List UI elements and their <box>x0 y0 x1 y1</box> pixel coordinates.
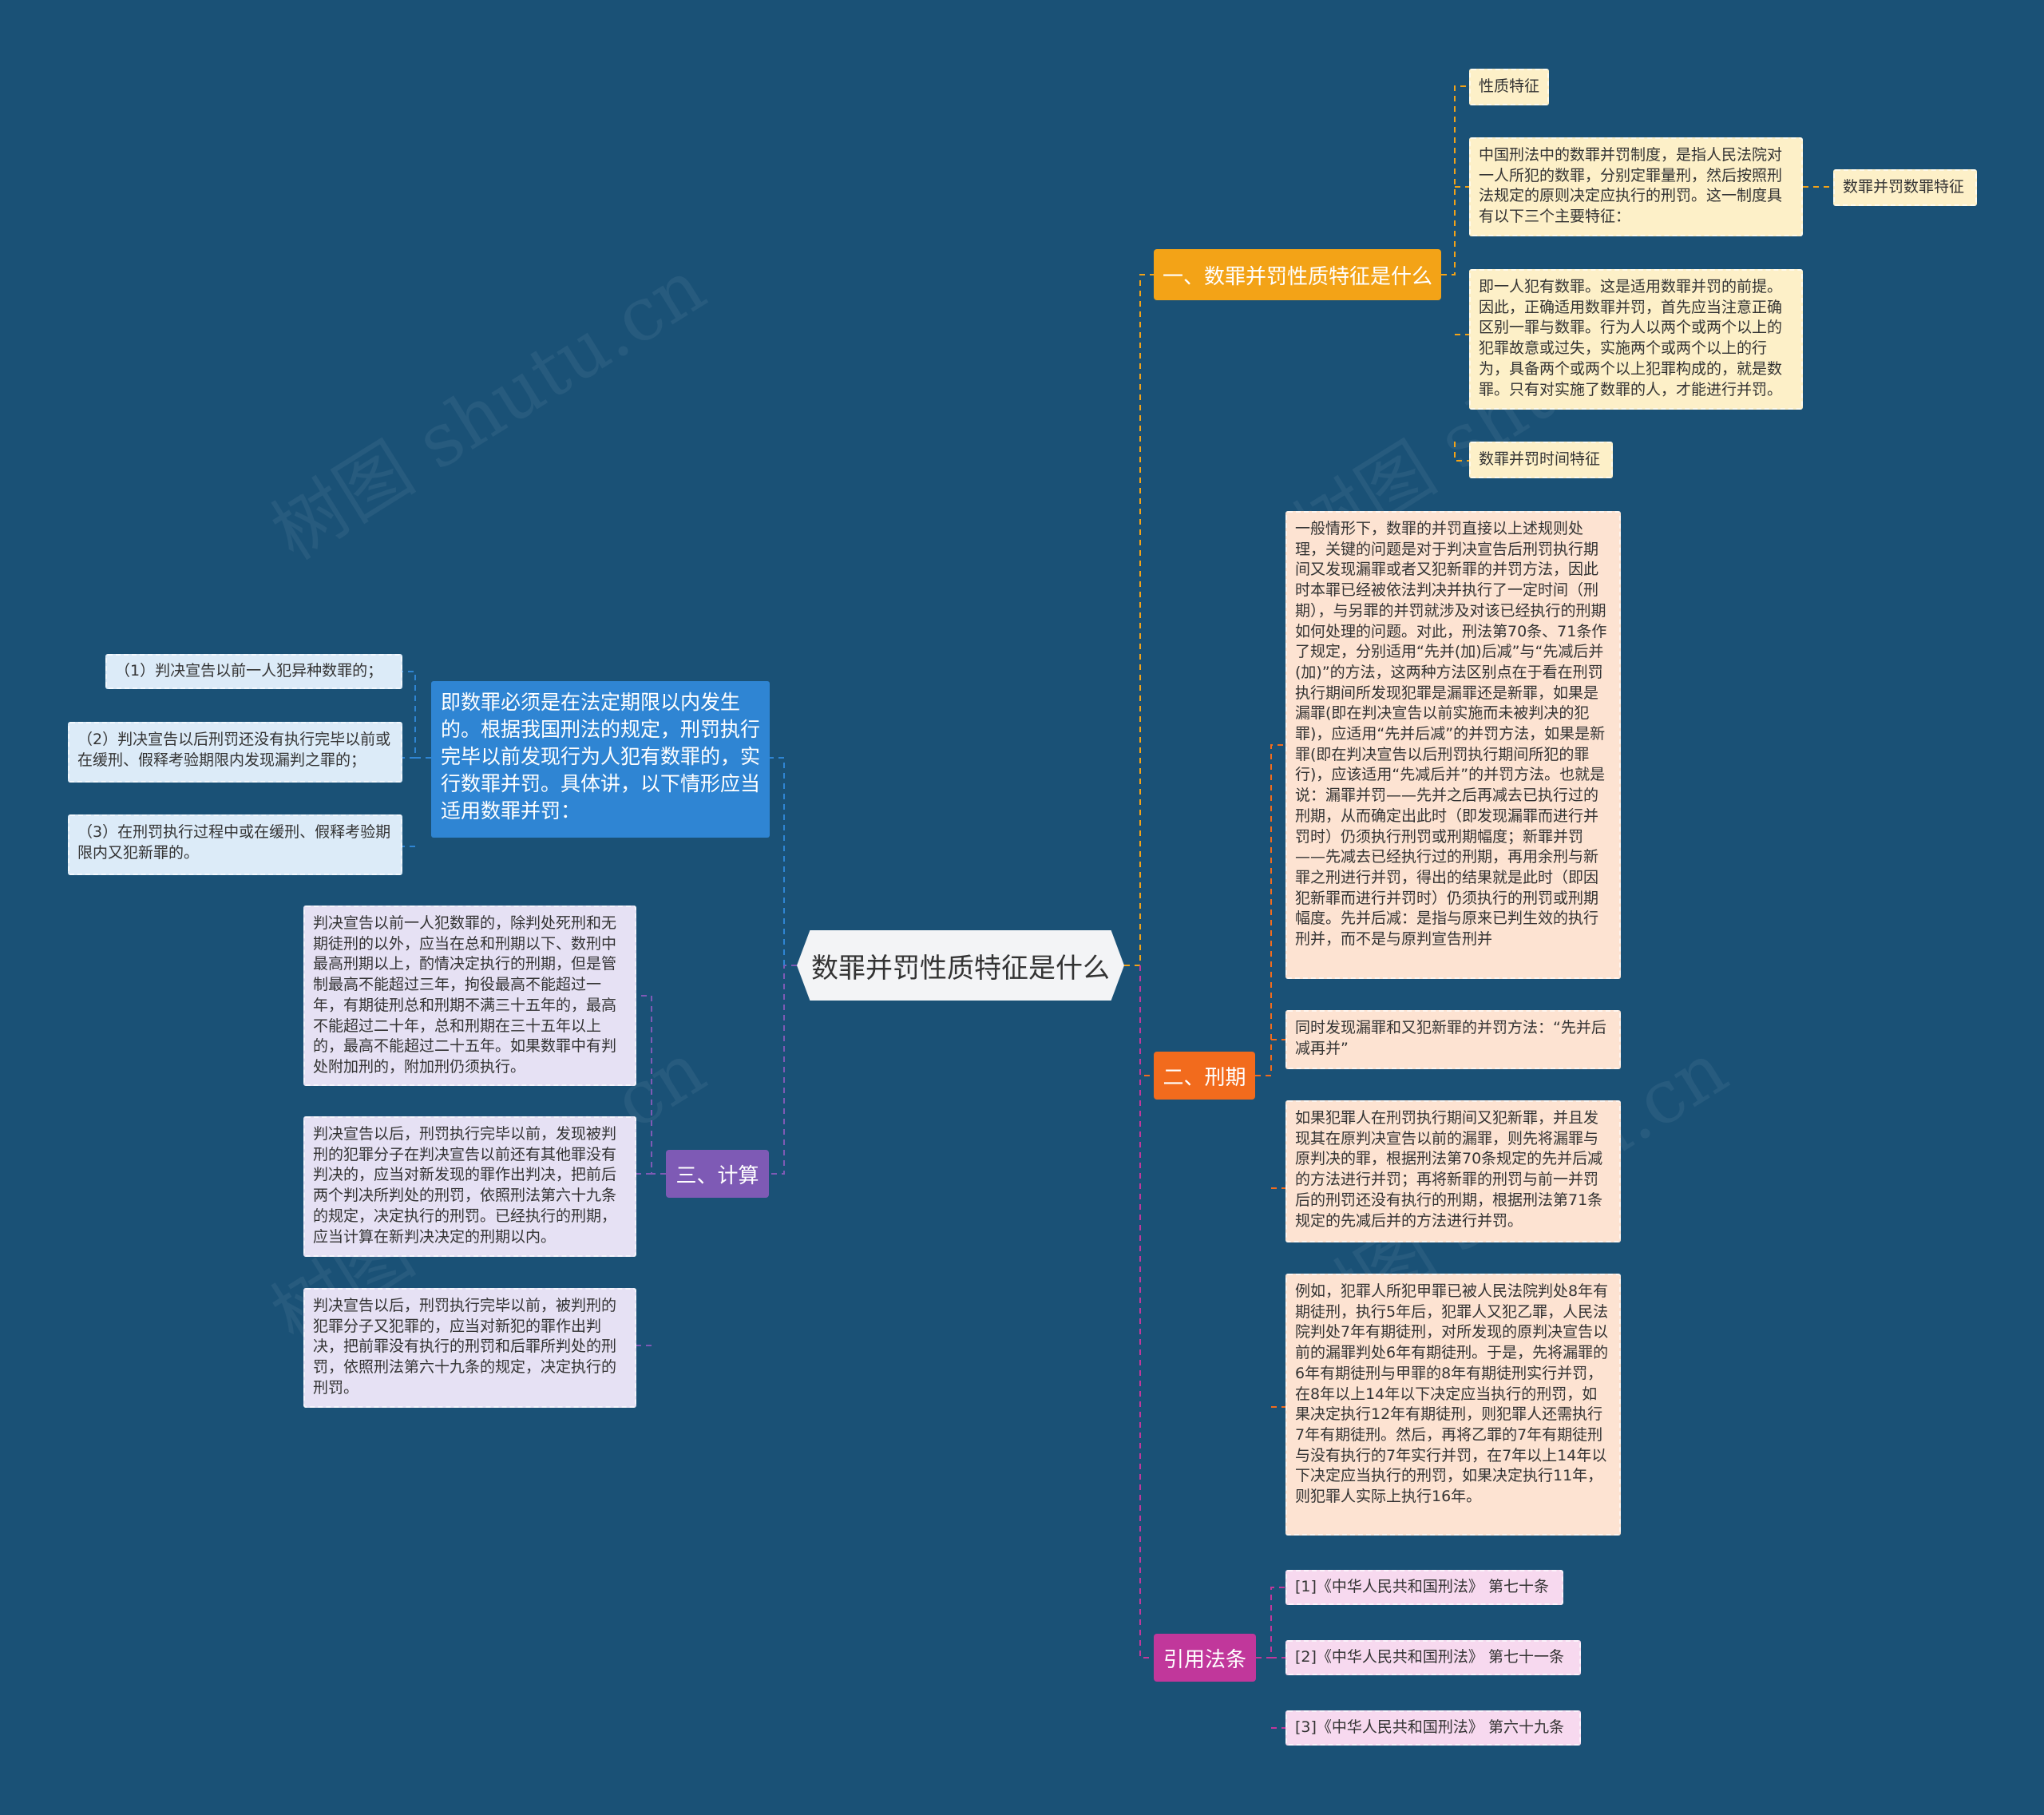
sentence-text-4[interactable]: 例如，犯罪人所犯甲罪已被人民法院判处8年有期徒刑，执行5年后，犯罪人又犯乙罪，人… <box>1285 1274 1621 1536</box>
topic-two-label: 二、刑期 <box>1163 1065 1246 1090</box>
topic-three[interactable]: 三、计算 <box>666 1150 769 1198</box>
law-ref-1[interactable]: [1]《中华人民共和国刑法》 第七十条 <box>1285 1570 1563 1605</box>
calc-text-3[interactable]: 判决宣告以后，刑罚执行完毕以前，被判刑的犯罪分子又犯罪的，应当对新犯的罪作出判决… <box>303 1288 636 1408</box>
branch-three-connectors <box>636 965 797 1346</box>
branch-four-connectors <box>1139 965 1285 1729</box>
case-1[interactable]: （1）判决宣告以前一人犯异种数罪的； <box>105 654 402 689</box>
topic-one[interactable]: 一、数罪并罚性质特征是什么 <box>1154 249 1441 300</box>
topic-four-label: 引用法条 <box>1163 1647 1246 1672</box>
count-label[interactable]: 数罪并罚数罪特征 <box>1833 169 1977 206</box>
calculation-summary[interactable]: 即数罪必须是在法定期限以内发生的。根据我国刑法的规定，刑罚执行完毕以前发现行为人… <box>431 681 770 838</box>
nature-label[interactable]: 性质特征 <box>1469 69 1549 105</box>
topic-one-label: 一、数罪并罚性质特征是什么 <box>1162 264 1432 289</box>
sentence-text-2[interactable]: 同时发现漏罪和又犯新罪的并罚方法：“先并后减再并” <box>1285 1010 1621 1069</box>
case-2[interactable]: （2）判决宣告以后刑罚还没有执行完毕以前或在缓刑、假释考验期限内发现漏判之罪的； <box>68 722 402 783</box>
sentence-text-1[interactable]: 一般情形下，数罪的并罚直接以上述规则处理，关键的问题是对于判决宣告后刑罚执行期间… <box>1285 511 1621 979</box>
root-topic-label: 数罪并罚性质特征是什么 <box>811 952 1110 985</box>
topic-two[interactable]: 二、刑期 <box>1154 1052 1255 1100</box>
calc-text-1[interactable]: 判决宣告以前一人犯数罪的，除判处死刑和无期徒刑的以外，应当在总和刑期以下、数刑中… <box>303 906 636 1086</box>
topic-four[interactable]: 引用法条 <box>1154 1634 1256 1682</box>
law-ref-2[interactable]: [2]《中华人民共和国刑法》 第七十一条 <box>1285 1640 1581 1675</box>
sentence-text-3[interactable]: 如果犯罪人在刑罚执行期间又犯新罪，并且发现其在原判决宣告以前的漏罪，则先将漏罪与… <box>1285 1100 1621 1242</box>
law-ref-3[interactable]: [3]《中华人民共和国刑法》 第六十九条 <box>1285 1710 1581 1746</box>
summary-connectors <box>402 671 785 965</box>
intro-text[interactable]: 中国刑法中的数罪并罚制度，是指人民法院对一人所犯的数罪，分别定罪量刑，然后按照刑… <box>1469 137 1803 236</box>
topic-three-label: 三、计算 <box>675 1163 759 1188</box>
time-label[interactable]: 数罪并罚时间特征 <box>1469 442 1613 478</box>
root-topic[interactable]: 数罪并罚性质特征是什么 <box>797 930 1124 1001</box>
count-text[interactable]: 即一人犯有数罪。这是适用数罪并罚的前提。因此，正确适用数罪并罚，首先应当注意正确… <box>1469 269 1803 410</box>
branch-one-connectors <box>1124 85 1833 966</box>
calc-text-2[interactable]: 判决宣告以后，刑罚执行完毕以前，发现被判刑的犯罪分子在判决宣告以前还有其他罪没有… <box>303 1116 636 1257</box>
case-3[interactable]: （3）在刑罚执行过程中或在缓刑、假释考验期限内又犯新罪的。 <box>68 814 402 875</box>
